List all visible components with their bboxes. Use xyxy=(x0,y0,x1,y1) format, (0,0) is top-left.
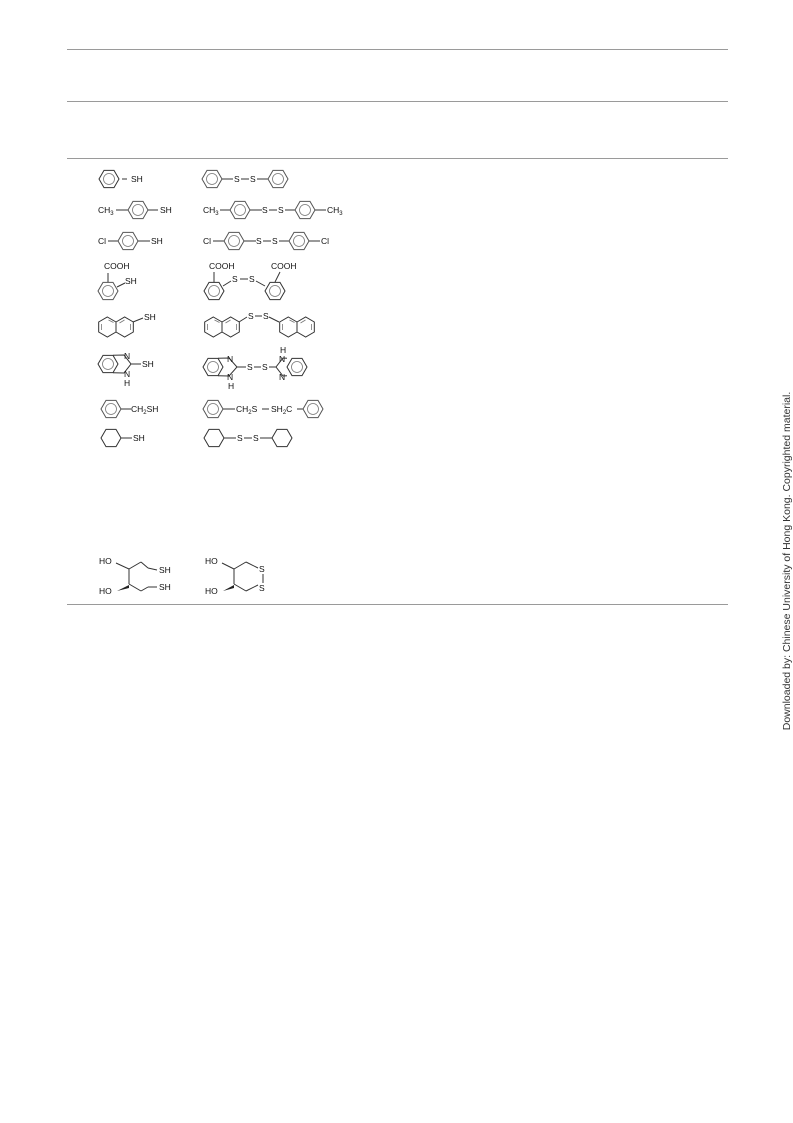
benzene-ring xyxy=(288,231,310,251)
benzene-ring xyxy=(264,281,286,301)
sh-label: SH xyxy=(133,433,145,443)
benzene-ring xyxy=(302,399,324,419)
benzene-ring xyxy=(100,399,122,419)
row-8-thiol: SH xyxy=(100,428,145,448)
cl-label: Cl xyxy=(98,236,106,246)
sh-label: SH xyxy=(159,565,171,575)
ch3-label: CH3 xyxy=(203,205,219,217)
row-7-thiol: CH2SH xyxy=(100,399,158,419)
s-label: S xyxy=(253,433,259,443)
s-label: S xyxy=(263,311,269,321)
row-5-thiol: SH xyxy=(98,312,156,338)
sh-label: SH xyxy=(159,582,171,592)
s-label: S xyxy=(237,433,243,443)
h-label: H xyxy=(124,378,130,388)
s-label: S xyxy=(256,236,262,246)
s-label: S xyxy=(259,564,265,574)
naphthalene-ring xyxy=(98,316,134,338)
benzene-ring xyxy=(202,399,224,419)
ch3-label: CH3 xyxy=(327,205,343,217)
cooh-label: COOH xyxy=(104,261,130,271)
cooh-label: COOH xyxy=(271,261,297,271)
row-2-disulfide: CH3 S S CH3 xyxy=(203,200,343,220)
benzene-ring xyxy=(203,281,225,301)
sh-label: SH xyxy=(144,312,156,322)
benzene-ring xyxy=(98,169,120,189)
table-top-rule xyxy=(67,49,728,50)
s-label: S xyxy=(249,274,255,284)
ch2sh-label: CH2SH xyxy=(131,404,158,416)
benzene-ring xyxy=(97,281,119,301)
s-label: S xyxy=(278,205,284,215)
sh-label: SH xyxy=(131,174,143,184)
row-4-thiol: COOH SH xyxy=(97,261,137,301)
benzene-ring xyxy=(201,169,223,189)
ho-label: HO xyxy=(205,586,218,596)
cyclohexane-ring xyxy=(271,428,293,448)
naphthalene-ring xyxy=(279,316,315,338)
benzene-ring xyxy=(127,200,149,220)
cooh-label: COOH xyxy=(209,261,235,271)
n-label: N xyxy=(124,369,130,379)
cl-label: Cl xyxy=(321,236,329,246)
cyclohexane-ring xyxy=(100,428,122,448)
n-label: N xyxy=(279,372,285,382)
n-label: N xyxy=(124,351,130,361)
row-4-disulfide: COOH S S COOH xyxy=(203,261,297,301)
s-label: S xyxy=(250,174,256,184)
row-1-thiol: SH xyxy=(98,169,143,189)
table-bottom-rule xyxy=(67,604,728,605)
s-label: S xyxy=(262,205,268,215)
row-7-disulfide: CH2S SH2C xyxy=(202,399,324,419)
h-label: H xyxy=(228,381,234,391)
h-label: H xyxy=(280,345,286,355)
n-label: N xyxy=(227,354,233,364)
watermark-text: Downloaded by: Chinese University of Hon… xyxy=(781,391,793,731)
row-2-thiol: CH3 SH xyxy=(98,200,172,220)
sh2c-label: SH2C xyxy=(271,404,292,416)
row-9-disulfide: HO HO S S xyxy=(205,556,265,596)
table-caption-rule xyxy=(67,101,728,102)
benzene-ring xyxy=(286,357,308,377)
benzene-ring xyxy=(97,354,119,374)
sh-label: SH xyxy=(125,276,137,286)
row-1-disulfide: S S xyxy=(201,169,289,189)
naphthalene-ring xyxy=(204,316,240,338)
sh-label: SH xyxy=(151,236,163,246)
sh-label: SH xyxy=(160,205,172,215)
ho-label: HO xyxy=(205,556,218,566)
s-label: S xyxy=(232,274,238,284)
row-3-thiol: Cl SH xyxy=(98,231,163,251)
table-header-rule xyxy=(67,158,728,159)
s-label: S xyxy=(247,362,253,372)
benzene-ring xyxy=(294,200,316,220)
ho-label: HO xyxy=(99,556,112,566)
row-6-thiol: N N H SH xyxy=(97,351,154,388)
ho-label: HO xyxy=(99,586,112,596)
n-label: N xyxy=(279,354,285,364)
benzene-ring xyxy=(229,200,251,220)
s-label: S xyxy=(272,236,278,246)
benzene-ring xyxy=(202,357,224,377)
benzene-ring xyxy=(117,231,139,251)
benzene-ring xyxy=(223,231,245,251)
s-label: S xyxy=(262,362,268,372)
row-6-disulfide: N N H S S H N N xyxy=(202,345,308,391)
s-label: S xyxy=(248,311,254,321)
sh-label: SH xyxy=(142,359,154,369)
ch3-label: CH3 xyxy=(98,205,114,217)
row-5-disulfide: S S xyxy=(204,311,315,338)
benzene-ring xyxy=(267,169,289,189)
row-3-disulfide: Cl S S Cl xyxy=(203,231,329,251)
s-label: S xyxy=(234,174,240,184)
cl-label: Cl xyxy=(203,236,211,246)
s-label: S xyxy=(259,583,265,593)
n-label: N xyxy=(227,372,233,382)
row-9-thiol: HO HO SH SH xyxy=(99,556,171,596)
ch2s-label: CH2S xyxy=(236,404,258,416)
cyclohexane-ring xyxy=(203,428,225,448)
row-8-disulfide: S S xyxy=(203,428,293,448)
